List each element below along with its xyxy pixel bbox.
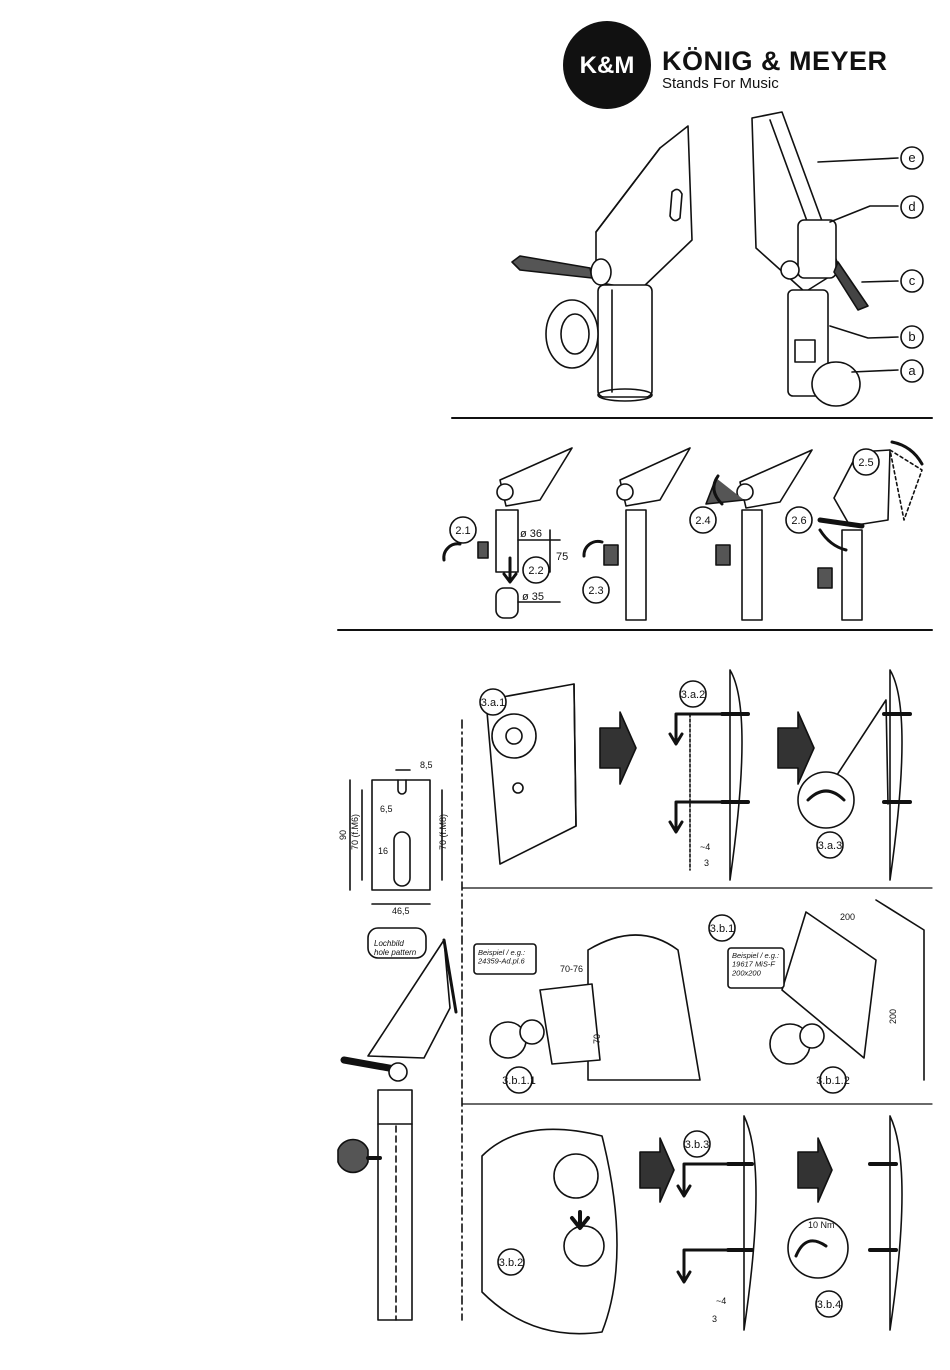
dim-3-b: 3	[712, 1314, 717, 1324]
dim-16: 16	[378, 846, 388, 856]
step-2-5: 2.5	[858, 457, 873, 469]
dim-approx-4-a: ~4	[700, 842, 710, 852]
dim-8-5: 8,5	[420, 760, 433, 770]
hole-pattern-plate	[350, 770, 442, 904]
step-3-b-1-2: 3.b.1.2	[816, 1075, 850, 1087]
step-3-a-2: 3.a.2	[681, 689, 705, 701]
dim-70: 70	[592, 1034, 602, 1044]
dim-diameter-36: ø 36	[520, 528, 542, 540]
dim-approx-4-b: ~4	[716, 1296, 726, 1306]
example-label-1: Beispiel / e.g.:24359-Ad.pl.6	[477, 948, 526, 966]
dim-70-m6: 70 (f.M6)	[350, 814, 360, 850]
dim-70-m8: 70 (f.M8)	[438, 814, 448, 850]
overview-left-adapter	[512, 126, 692, 401]
step3b1-vesa-plate	[728, 900, 924, 1080]
step-3-b-1-1: 3.b.1.1	[502, 1075, 536, 1087]
part-label-c: c	[909, 273, 916, 288]
step-3-a-1: 3.a.1	[481, 697, 505, 709]
step-3-b-2: 3.b.2	[499, 1257, 523, 1269]
dim-46-5: 46,5	[392, 906, 410, 916]
part-label-a: a	[908, 363, 916, 378]
step-3-b-3: 3.b.3	[685, 1139, 709, 1151]
step-3-b-4: 3.b.4	[817, 1299, 841, 1311]
torque-label: 10 Nm	[808, 1220, 835, 1230]
step3b2-speaker	[482, 1129, 674, 1333]
dim-3-a: 3	[704, 858, 709, 868]
part-label-e: e	[908, 150, 915, 165]
step-3-b-1: 3.b.1	[710, 923, 734, 935]
dim-70-76: 70-76	[560, 964, 583, 974]
step-2-4: 2.4	[695, 515, 710, 527]
dim-6-5: 6,5	[380, 804, 393, 814]
step-2-6: 2.6	[791, 515, 806, 527]
part-label-d: d	[908, 199, 915, 214]
dim-90: 90	[338, 830, 348, 840]
step3a-hung-speaker	[798, 670, 910, 880]
dim-diameter-35: ø 35	[522, 591, 544, 603]
step3b4-tightening	[788, 1116, 902, 1330]
step-2-3: 2.3	[588, 585, 603, 597]
step2-frame3	[706, 450, 812, 620]
step3a-speaker-box	[486, 684, 636, 864]
step-2-1: 2.1	[455, 525, 470, 537]
dim-200-a: 200	[840, 912, 855, 922]
dim-75: 75	[556, 551, 568, 563]
overview-right-adapter	[752, 112, 868, 406]
side-adapter	[338, 940, 456, 1320]
dim-200-b: 200	[888, 1009, 898, 1024]
step-2-2: 2.2	[528, 565, 543, 577]
step-3-a-3: 3.a.3	[818, 840, 842, 852]
part-label-b: b	[908, 329, 915, 344]
